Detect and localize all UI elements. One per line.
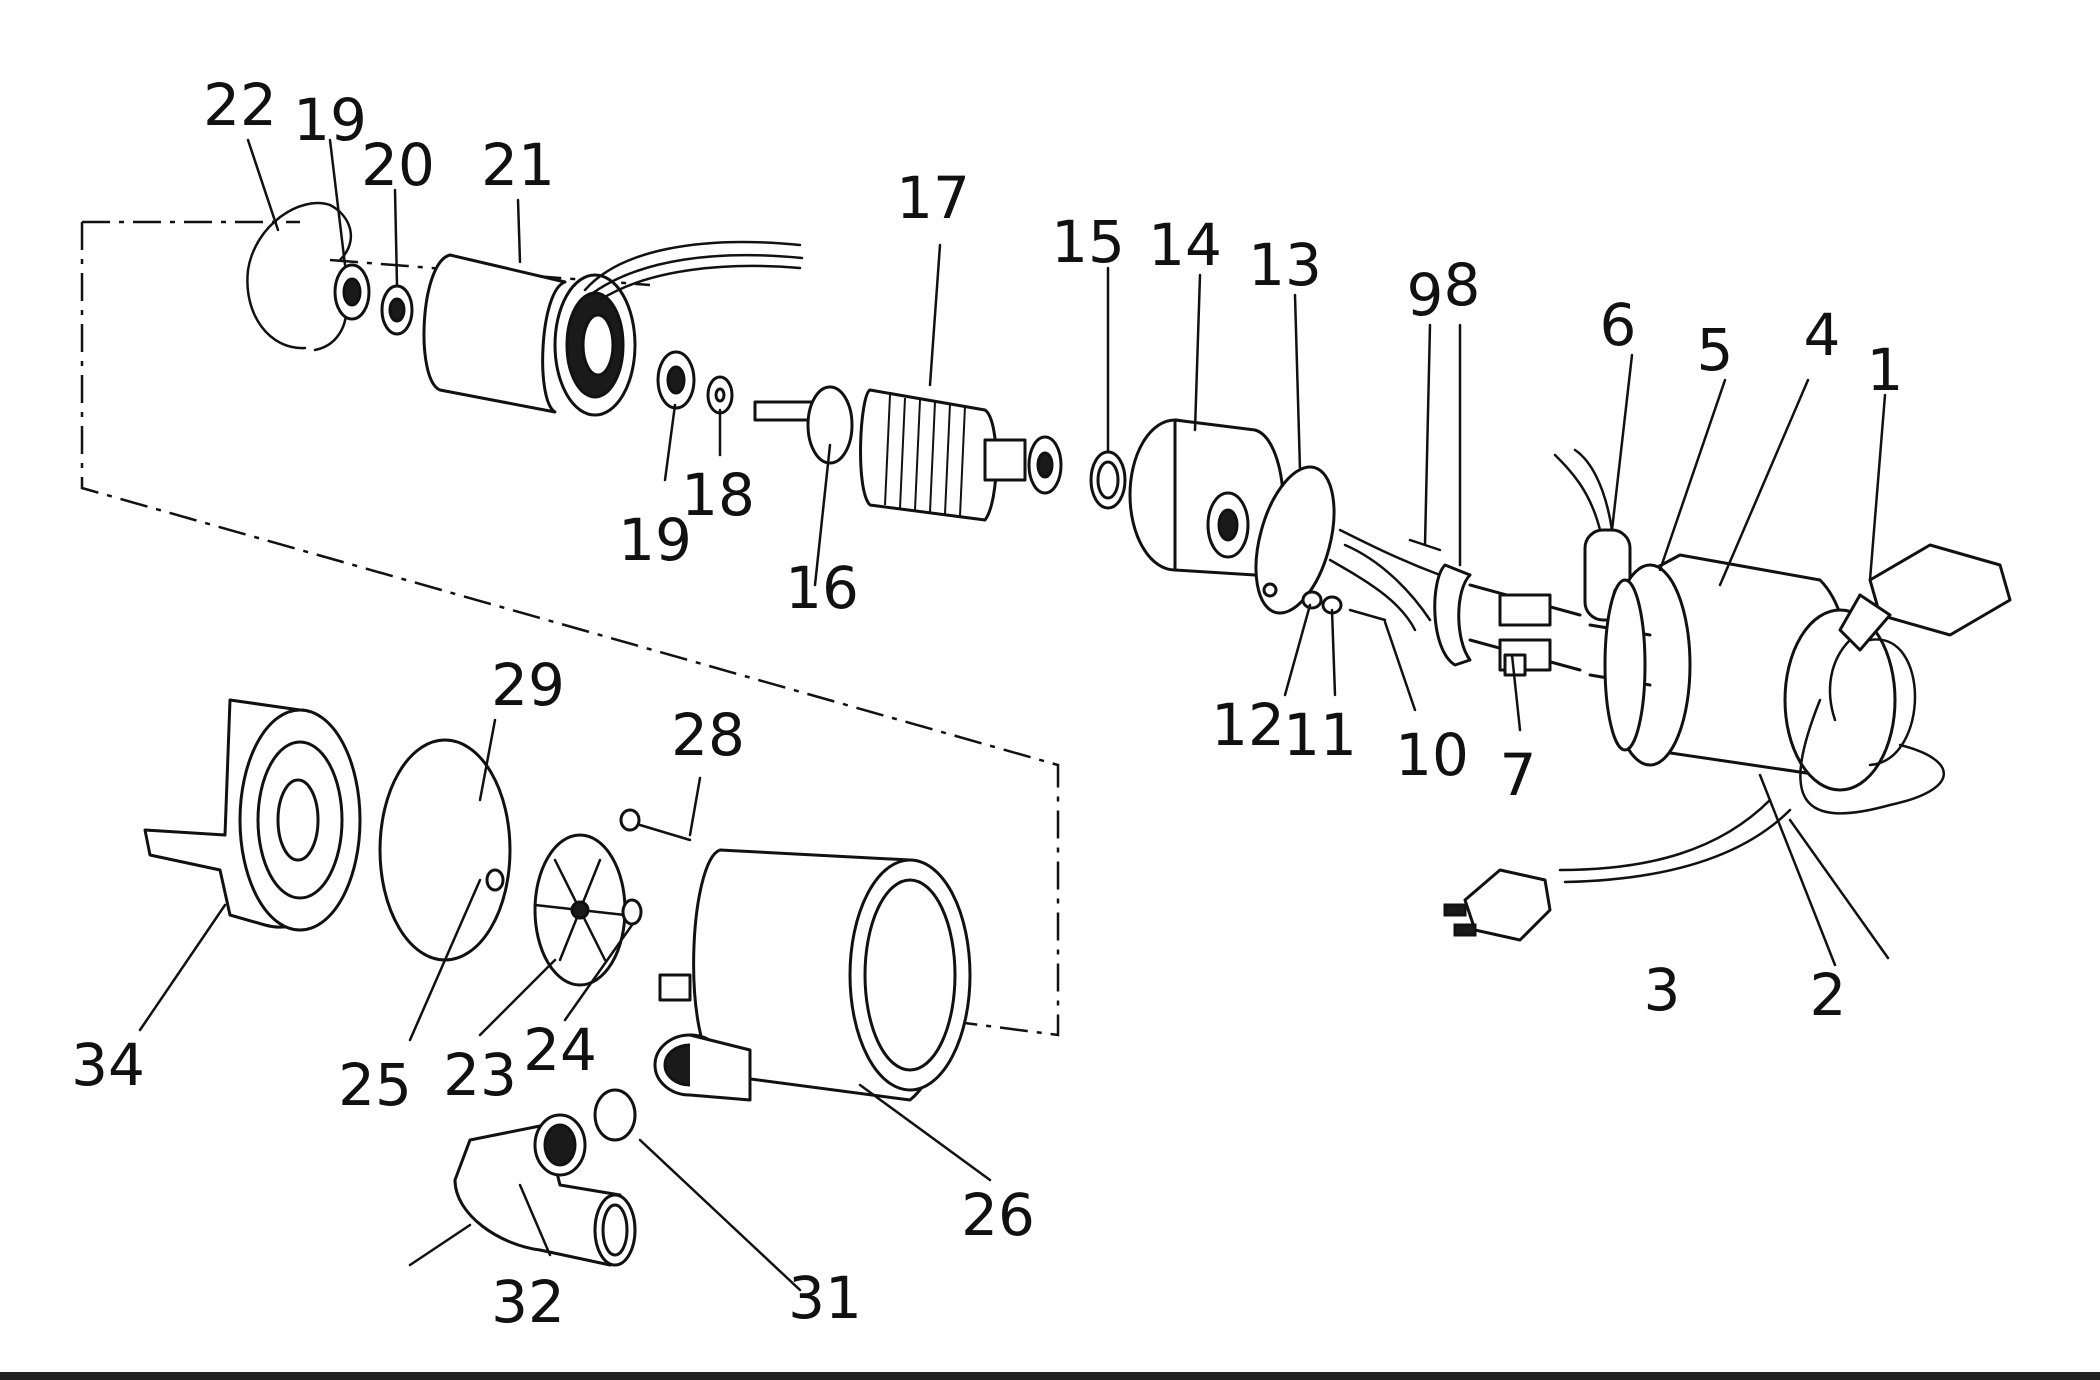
- part-22-retaining-ring: [246, 201, 352, 352]
- callout-34: 34: [71, 1031, 145, 1099]
- part-12-washer: [1301, 590, 1323, 610]
- part-1-float-switch: [1828, 543, 2012, 722]
- callout-31: 31: [788, 1264, 862, 1332]
- part-21-stator: [422, 240, 804, 417]
- callout-4: 4: [1804, 301, 1841, 369]
- part-23-impeller: [533, 833, 627, 987]
- outlet-coupling: [653, 1033, 752, 1102]
- callout-11: 11: [1283, 701, 1357, 769]
- callout-18: 18: [681, 461, 755, 529]
- part-19-bearing-upper: [333, 263, 371, 321]
- callout-9: 9: [1407, 261, 1444, 329]
- part-2-end-cap: [1783, 608, 1945, 815]
- part-19-bearing-lower: [656, 350, 696, 410]
- part-29-o-ring: [378, 738, 512, 962]
- callout-28: 28: [671, 701, 745, 769]
- callout-16: 16: [785, 554, 859, 622]
- callout-26: 26: [961, 1181, 1035, 1249]
- callout-2: 2: [1810, 961, 1847, 1029]
- callout-20: 20: [361, 131, 435, 199]
- callout-12: 12: [1211, 691, 1285, 759]
- callout-24: 24: [523, 1016, 597, 1084]
- callout-29: 29: [491, 651, 565, 719]
- callout-15: 15: [1051, 208, 1125, 276]
- assembly-boundary-line: [80, 222, 1060, 1037]
- internal-wires: [1328, 528, 1442, 632]
- callout-labels: 22 19 20 21 17 15 14 13 9 8 6 5 4 1 19 1…: [71, 71, 1903, 1336]
- part-32-elbow: [453, 1113, 637, 1267]
- callout-17: 17: [896, 164, 970, 232]
- part-25-seal-ring: [485, 868, 505, 892]
- callout-6: 6: [1600, 291, 1637, 359]
- part-15-o-ring: [1089, 450, 1127, 510]
- callout-1: 1: [1867, 336, 1904, 404]
- callout-25: 25: [338, 1051, 412, 1119]
- part-34-base: [143, 698, 362, 932]
- callout-10: 10: [1395, 721, 1469, 789]
- part-5-gasket: [1603, 578, 1647, 752]
- part-18-washer: [706, 375, 734, 415]
- part-26-pump-housing: [658, 848, 972, 1102]
- callout-14: 14: [1148, 211, 1222, 279]
- callout-21: 21: [481, 131, 555, 199]
- callout-3: 3: [1644, 956, 1681, 1024]
- part-20-seal: [380, 284, 414, 336]
- part-3-power-cord-plug: [1443, 798, 1792, 942]
- callout-13: 13: [1248, 231, 1322, 299]
- callout-32: 32: [491, 1268, 565, 1336]
- part-13-plate: [1254, 465, 1336, 615]
- callout-19-top: 19: [293, 86, 367, 154]
- callout-5: 5: [1697, 316, 1734, 384]
- callout-22: 22: [203, 71, 277, 139]
- part-24-washer: [621, 898, 643, 926]
- callout-19-lower: 19: [618, 506, 692, 574]
- part-28-screw: [619, 808, 692, 842]
- part-10-screw: [1348, 608, 1387, 622]
- leader-lines: [138, 138, 1890, 1292]
- bottom-edge: [0, 1372, 2100, 1380]
- callout-8: 8: [1444, 251, 1481, 319]
- part-14-end-shield: [1128, 418, 1285, 577]
- part-17-rotor: [753, 385, 1063, 522]
- callout-23: 23: [443, 1041, 517, 1109]
- callout-7: 7: [1500, 741, 1537, 809]
- part-31-o-ring: [593, 1088, 637, 1142]
